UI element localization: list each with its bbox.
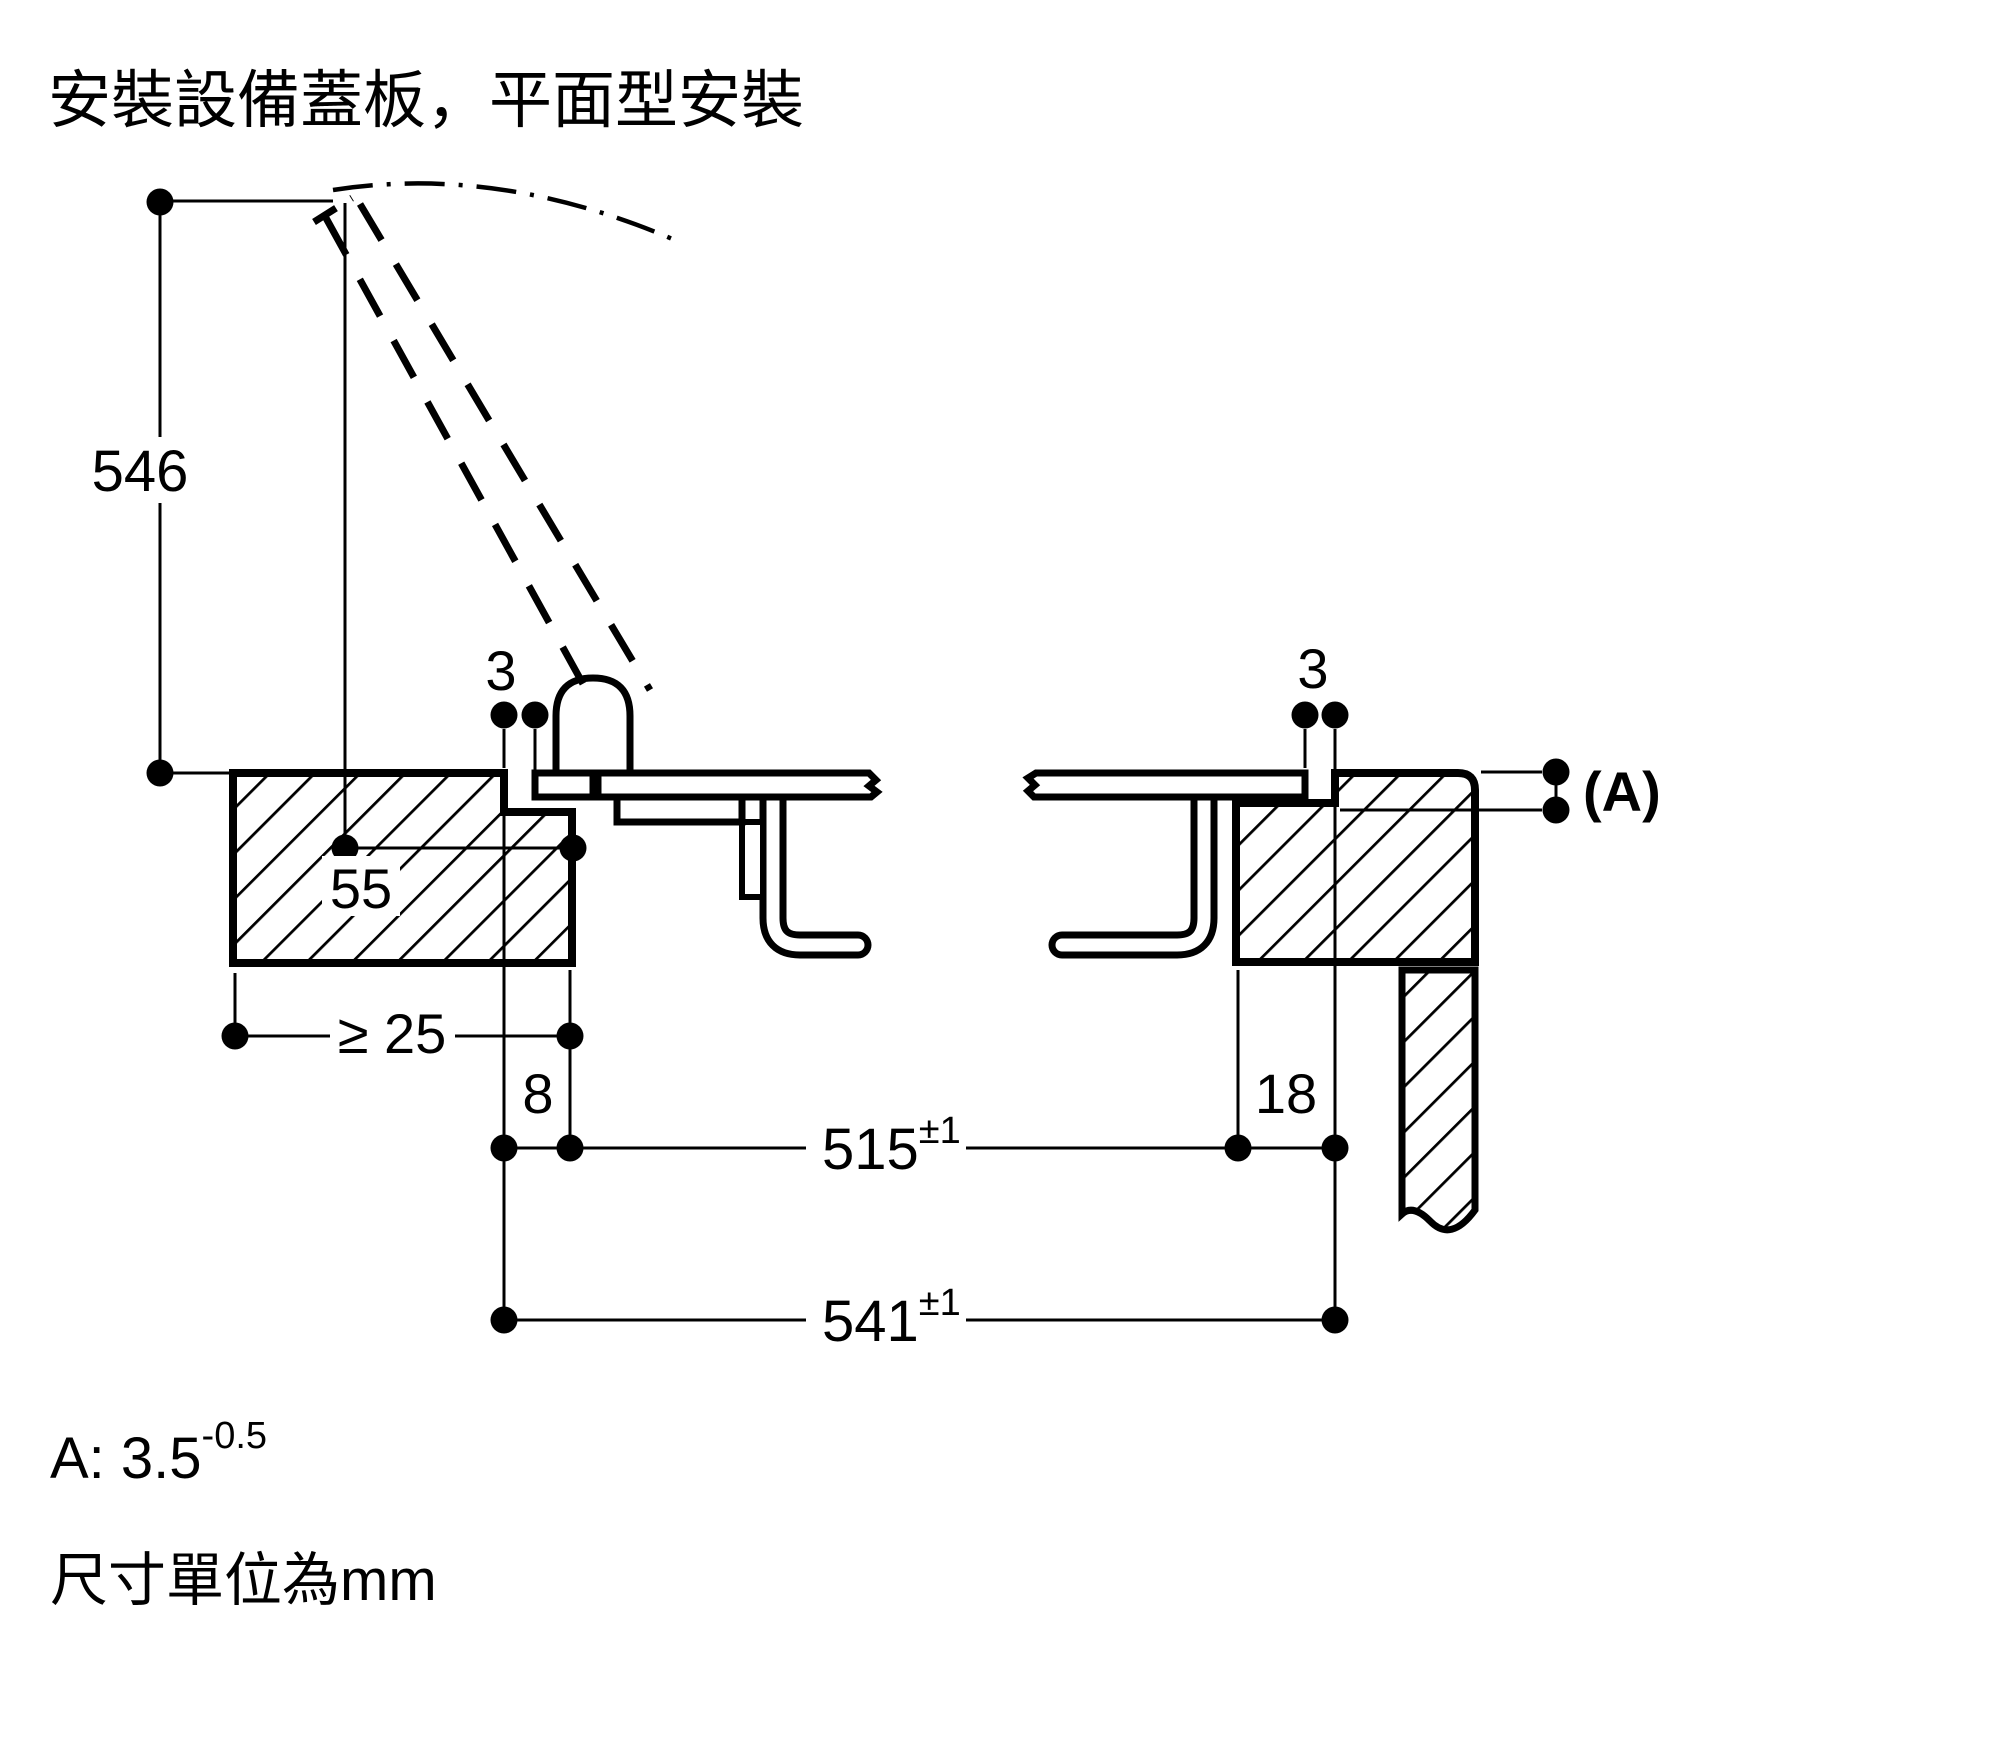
dim-ref-a: (A)	[1340, 758, 1661, 824]
dim-3-right-label: 3	[1297, 637, 1328, 700]
dim-55-label: 55	[330, 857, 392, 920]
dim-dot	[556, 1022, 584, 1050]
mounting-bracket-left-outline	[759, 783, 872, 959]
mounting-bracket-right-outline	[1048, 783, 1218, 959]
dim-541-label: 541±1	[822, 1282, 961, 1354]
dim-dot	[331, 834, 359, 862]
mounting-bracket-left-core	[766, 790, 865, 952]
dim-546: 546	[92, 188, 333, 787]
dim-541: 541±1	[490, 1282, 1349, 1354]
dim-dot	[1542, 758, 1570, 786]
dim-18-label: 18	[1255, 1062, 1317, 1125]
dim-dot	[1321, 701, 1349, 729]
dim-8-and-515: 8 515±1	[490, 816, 1252, 1320]
swing-arc	[332, 181, 678, 244]
appliance-wall-left	[739, 819, 766, 900]
mounting-bracket-right-core	[1055, 790, 1211, 952]
dim-8-label: 8	[522, 1062, 553, 1125]
dim-546-label: 546	[92, 439, 189, 504]
dim-dot	[146, 759, 174, 787]
note-units: 尺寸單位為mm	[50, 1548, 437, 1613]
dim-min25: ≥ 25	[221, 970, 584, 1148]
open-lid-edge-a	[322, 216, 592, 695]
dim-18: 18	[1238, 1062, 1349, 1162]
dim-dot	[1542, 796, 1570, 824]
dim-dot	[490, 1134, 518, 1162]
lid-underframe-left	[613, 793, 746, 826]
dim-3-left: 3	[485, 639, 549, 799]
dim-dot	[556, 1134, 584, 1162]
dim-dot	[490, 1306, 518, 1334]
cover-plate-left	[594, 769, 883, 801]
dim-3-left-label: 3	[485, 639, 516, 702]
dim-dot	[1321, 1134, 1349, 1162]
countertop-section-right	[1232, 769, 1479, 966]
open-lid-dashed	[312, 195, 654, 695]
note-a-value: A: 3.5-0.5	[50, 1415, 267, 1491]
dim-55: 55	[322, 834, 587, 920]
dim-dot	[521, 701, 549, 729]
cabinet-side-panel	[1398, 966, 1479, 1234]
dim-dot	[221, 1022, 249, 1050]
page-title: 安裝設備蓋板，平面型安裝	[48, 66, 804, 136]
dim-dot	[490, 701, 518, 729]
ref-a-label: (A)	[1583, 760, 1661, 823]
open-lid-tip	[312, 195, 354, 225]
dim-dot	[1321, 1306, 1349, 1334]
dim-min25-label: ≥ 25	[338, 1002, 447, 1065]
lid-assembly-right	[1022, 769, 1309, 959]
dim-dot	[559, 834, 587, 862]
dim-dot	[146, 188, 174, 216]
dim-dot	[1291, 701, 1319, 729]
label-mask	[322, 856, 400, 916]
hinge-dome	[552, 674, 634, 777]
lid-flange-left	[531, 769, 597, 801]
dim-3-right: 3	[1291, 637, 1349, 1320]
cover-plate-right	[1022, 769, 1309, 801]
lid-assembly-left	[531, 674, 883, 959]
countertop-section-left	[229, 769, 576, 967]
dim-515-label: 515±1	[822, 1110, 961, 1182]
open-lid-edge-b	[356, 202, 654, 692]
